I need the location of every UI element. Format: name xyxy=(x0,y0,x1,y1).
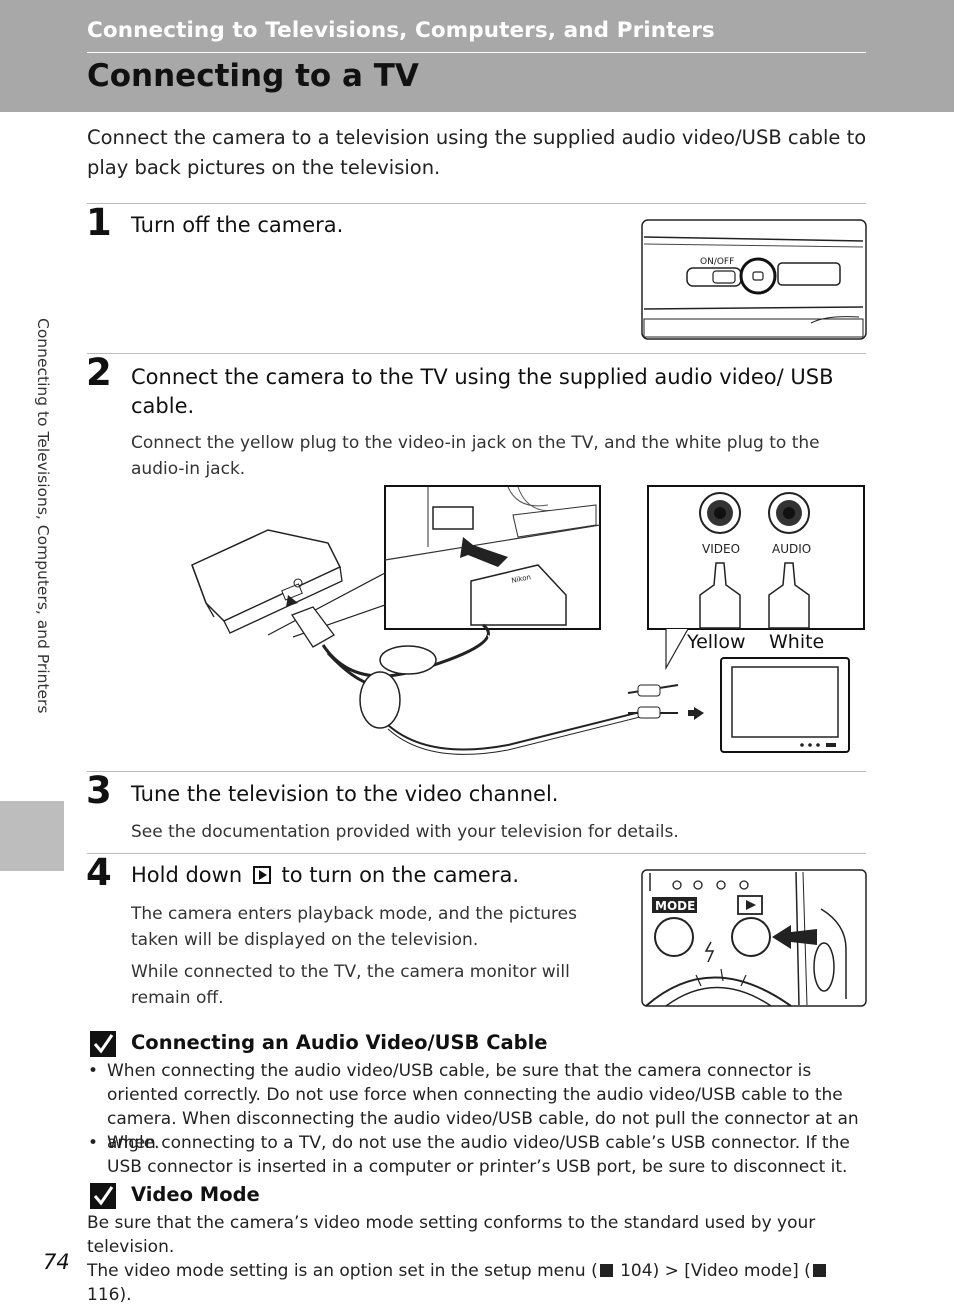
camera-body-drawing xyxy=(191,529,343,634)
note-text: The video mode setting is an option set … xyxy=(87,1261,598,1281)
header-divider xyxy=(87,52,866,53)
bullet-text: When connecting to a TV, do not use the … xyxy=(107,1133,850,1177)
bullet-marker: • xyxy=(88,1061,99,1081)
svg-text:White: White xyxy=(769,631,824,653)
step-title-part: Hold down xyxy=(131,863,243,887)
svg-text:Nikon: Nikon xyxy=(511,573,532,585)
header-band xyxy=(0,0,954,112)
step-title: Tune the television to the video channel… xyxy=(131,782,559,806)
page-title: Connecting to a TV xyxy=(87,58,419,94)
svg-text:VIDEO: VIDEO xyxy=(702,542,740,556)
bullet-text: When connecting the audio video/USB cabl… xyxy=(107,1061,859,1153)
step-title-part: to turn on the camera. xyxy=(281,863,520,887)
step-number: 3 xyxy=(86,769,112,812)
step-number: 4 xyxy=(86,851,112,894)
svg-text:ON/OFF: ON/OFF xyxy=(700,257,734,267)
note-text: ) > [Video mode] ( xyxy=(652,1261,811,1281)
step-number: 2 xyxy=(86,351,112,394)
note-title: Connecting an Audio Video/USB Cable xyxy=(131,1031,548,1054)
step-body: See the documentation provided with your… xyxy=(131,822,679,842)
page-reference[interactable]: 116 xyxy=(87,1285,120,1305)
note-body: Be sure that the camera’s video mode set… xyxy=(87,1211,877,1307)
camera-power-switch-illustration: ON/OFF xyxy=(641,219,867,340)
playback-button-icon xyxy=(252,866,271,884)
page-reference-icon xyxy=(599,1264,613,1277)
check-note-icon xyxy=(90,1031,116,1057)
step-title: Connect the camera to the TV using the s… xyxy=(131,365,834,418)
cable-connection-illustration: Nikon VIDEO AUDIO Yellow White xyxy=(191,485,865,755)
page-reference-icon xyxy=(812,1264,826,1277)
step-body: Connect the yellow plug to the video-in … xyxy=(131,433,820,479)
note-text: ). xyxy=(119,1285,132,1305)
note-body-line: Be sure that the camera’s video mode set… xyxy=(87,1213,816,1257)
step-body: The camera enters playback mode, and the… xyxy=(131,904,577,950)
section-title: Connecting to Televisions, Computers, an… xyxy=(87,18,715,43)
step-title: Turn off the camera. xyxy=(131,213,344,237)
sidebar-chapter-label: Connecting to Televisions, Computers, an… xyxy=(34,318,52,714)
step-body: While connected to the TV, the camera mo… xyxy=(131,962,570,1008)
svg-text:Yellow: Yellow xyxy=(686,631,746,653)
bullet-marker: • xyxy=(88,1133,99,1153)
note-title: Video Mode xyxy=(131,1183,260,1206)
divider xyxy=(87,353,866,354)
step-number: 1 xyxy=(86,201,112,244)
step-title: Hold down to turn on the camera. xyxy=(131,861,519,890)
intro-paragraph: Connect the camera to a television using… xyxy=(87,126,867,179)
divider xyxy=(87,203,866,204)
divider xyxy=(87,771,866,772)
page-number: 74 xyxy=(43,1250,70,1274)
playback-button-illustration: MODE xyxy=(641,869,867,1007)
sidebar-tab-marker xyxy=(0,801,64,871)
page-reference[interactable]: 104 xyxy=(620,1261,653,1281)
svg-text:AUDIO: AUDIO xyxy=(772,542,811,556)
svg-text:MODE: MODE xyxy=(655,899,695,913)
note-body-line: The video mode setting is an option set … xyxy=(87,1259,877,1307)
check-note-icon xyxy=(90,1183,116,1209)
divider xyxy=(87,853,866,854)
